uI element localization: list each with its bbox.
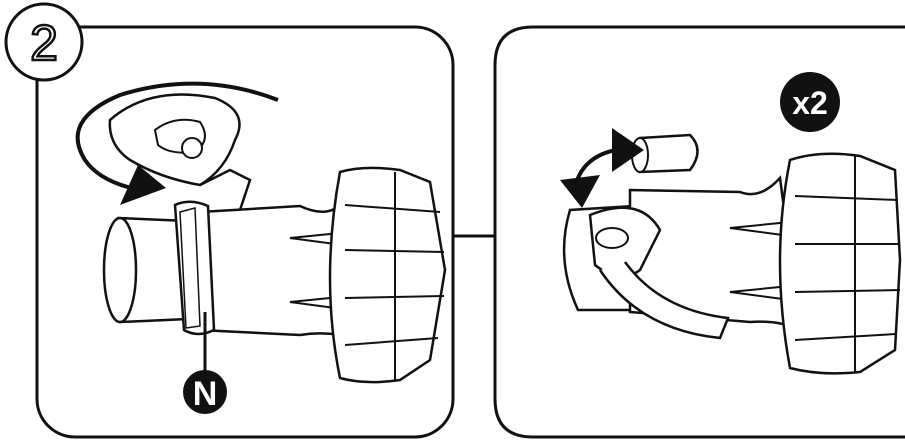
callout-letter: N bbox=[193, 375, 218, 413]
repeat-badge-text: x2 bbox=[792, 85, 828, 121]
callout-badge: N bbox=[183, 370, 227, 414]
repeat-badge: x2 bbox=[780, 72, 840, 132]
left-panel: 2 bbox=[6, 4, 453, 437]
step-number: 2 bbox=[30, 15, 58, 71]
right-panel: x2 bbox=[495, 27, 905, 437]
step-number-badge: 2 bbox=[6, 4, 82, 80]
